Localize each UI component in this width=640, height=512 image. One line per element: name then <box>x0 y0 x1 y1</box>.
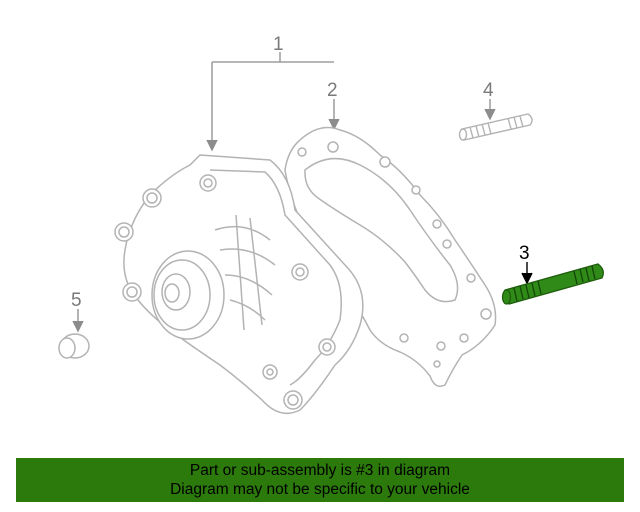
callout-5[interactable]: 5 <box>71 290 82 311</box>
water-pump-assembly[interactable] <box>114 154 364 415</box>
stud-part-4[interactable] <box>458 113 533 141</box>
stud-part-3-highlighted[interactable] <box>501 263 604 305</box>
callout-3-leader <box>521 262 533 285</box>
callout-5-leader <box>72 309 84 333</box>
callout-1[interactable]: 1 <box>273 34 284 55</box>
callout-3[interactable]: 3 <box>519 243 530 264</box>
banner-line-2: Diagram may not be specific to your vehi… <box>170 481 470 498</box>
callout-1-leader <box>206 52 334 152</box>
parts-diagram: 1 2 <box>58 34 604 415</box>
callout-2-leader <box>328 99 340 131</box>
banner-line-1: Part or sub-assembly is #3 in diagram <box>189 462 451 479</box>
callout-4[interactable]: 4 <box>483 80 494 101</box>
gasket[interactable] <box>284 126 497 388</box>
callout-4-leader <box>484 99 496 121</box>
plug-part-5[interactable] <box>58 333 90 359</box>
info-banner: Part or sub-assembly is #3 in diagram Di… <box>16 458 624 502</box>
callout-2[interactable]: 2 <box>327 80 338 101</box>
